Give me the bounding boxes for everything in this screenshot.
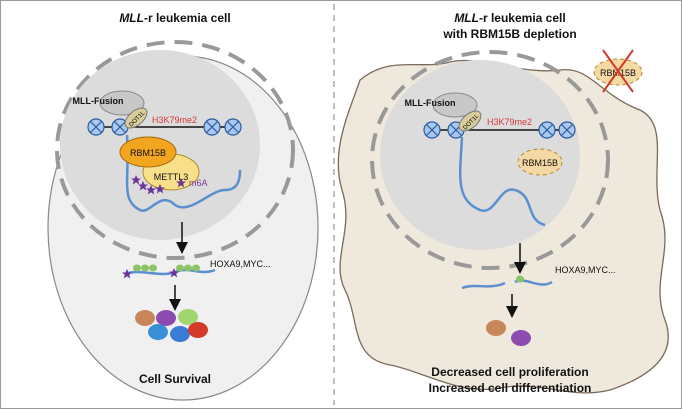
ribosome [516,275,524,283]
rna-strand [125,134,242,212]
mll-fusion-label: MLL-Fusion [73,96,124,106]
nucleosome-icon [203,118,221,136]
svg-text:RBM15B: RBM15B [600,68,636,78]
rbm15b-protein [119,136,177,168]
nuclear-envelope-left [55,40,295,260]
right-panel: MLL-r leukemia cell with RBM15B depletio… [337,11,669,395]
targets-label: HOXA9,MYC... [210,259,271,269]
right-outcome-line2: Increased cell differentiation [429,381,592,395]
nucleosome-icon [538,121,556,139]
rbm15b-label: RBM15B [522,158,558,168]
nucleus-right [380,60,580,250]
protein [511,330,531,346]
protein [486,320,506,336]
h3k79me2-label: H3K79me2 [487,117,532,127]
rbm15b-protein-reduced [517,148,563,176]
left-panel: MLL-r leukemia cell MLL-Fusion DOT1L H3K… [47,11,319,401]
m6a-label: m6A [189,178,208,188]
right-outcome-line1: Decreased cell proliferation [431,365,588,379]
rbm15b-label: RBM15B [130,148,166,158]
rna-strand [459,136,546,227]
mll-fusion-label: MLL-Fusion [405,98,456,108]
targets-label: HOXA9,MYC... [555,265,616,275]
ribosomes [122,264,200,279]
rbm15b-depleted: RBM15B [593,49,643,93]
cross-icon [602,49,634,93]
dot1l-protein [458,110,482,132]
mettl3-label: METTL3 [154,172,189,182]
mll-fusion-protein [432,92,478,118]
proteins [135,309,208,342]
right-title: MLL-r leukemia cell [454,11,565,25]
nuclear-envelope-right [370,50,610,270]
h3k79me2-label: H3K79me2 [152,115,197,125]
left-title: MLL-r leukemia cell [119,11,230,25]
nucleosome-icon [87,118,105,136]
nucleosome-icon [224,118,242,136]
left-outcome: Cell Survival [139,372,211,386]
nucleosome-icon [423,121,441,139]
dot1l-protein [124,107,148,129]
right-title-line2: with RBM15B depletion [442,27,576,41]
nucleosome-icon [558,121,576,139]
mll-fusion-protein [99,90,145,116]
